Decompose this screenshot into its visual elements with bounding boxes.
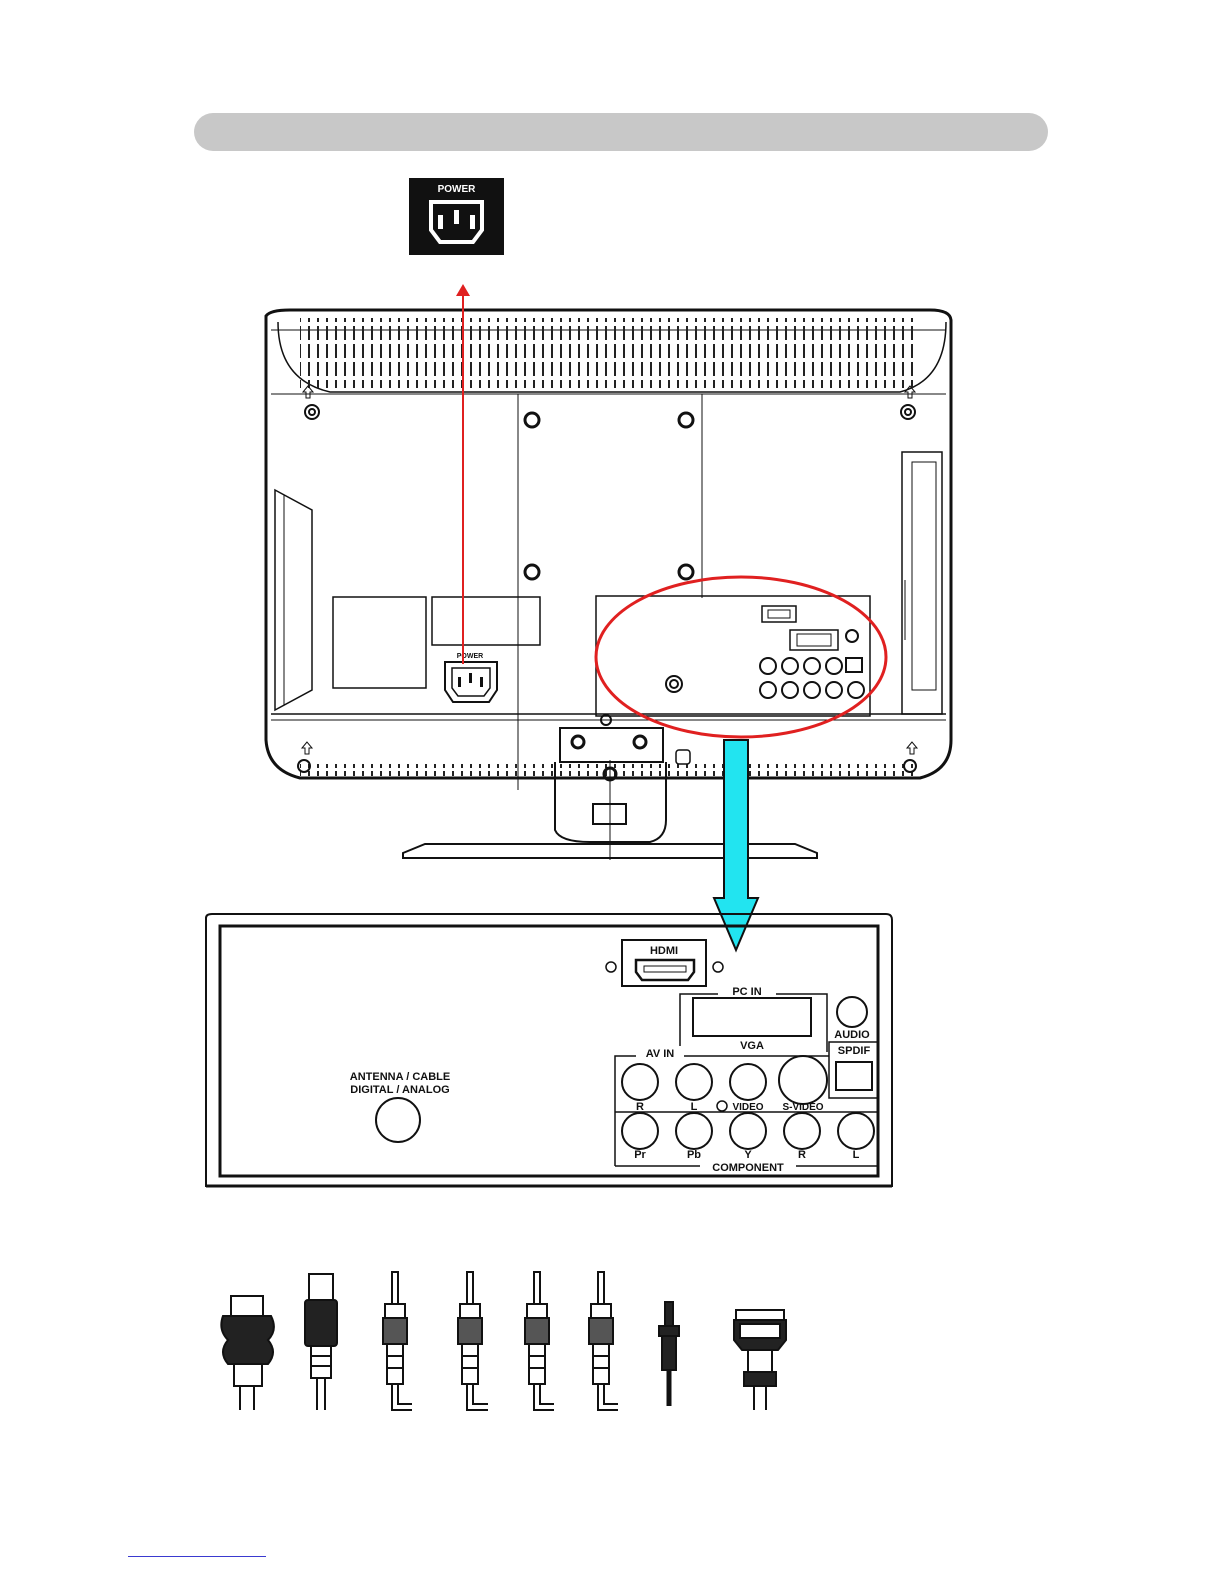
- audio-jack-icon: [837, 997, 867, 1027]
- component-group: Pr Pb Y R L COMPONENT: [622, 1113, 874, 1174]
- audio-port[interactable]: AUDIO: [834, 997, 870, 1041]
- comp-y-label: Y: [744, 1149, 752, 1161]
- spdif-port[interactable]: SPDIF: [829, 1042, 878, 1098]
- vga-port-icon[interactable]: [693, 998, 811, 1036]
- comp-pr-label: Pr: [634, 1149, 646, 1161]
- av-r-label: R: [636, 1101, 644, 1113]
- s-video-jack-icon: [779, 1056, 827, 1104]
- rca-jack-icon: [784, 1113, 820, 1149]
- connector-panel: [206, 914, 892, 1186]
- comp-pb-label: Pb: [687, 1149, 701, 1161]
- rca-jack-icon: [730, 1113, 766, 1149]
- spdif-port-icon: [836, 1062, 872, 1090]
- back-power-socket-icon: POWER: [445, 653, 497, 702]
- rca-cable-icon: [458, 1272, 488, 1410]
- antenna-label-line1: ANTENNA / CABLE: [350, 1071, 450, 1083]
- rca-jack-icon: [676, 1113, 712, 1149]
- audio-label: AUDIO: [834, 1029, 870, 1041]
- comp-pb-jack[interactable]: Pb: [676, 1113, 712, 1161]
- s-video-jack[interactable]: S-VIDEO: [779, 1056, 827, 1113]
- av-l-jack[interactable]: L: [676, 1064, 712, 1113]
- audio-plug-icon: [659, 1302, 679, 1406]
- pc-in-label: PC IN: [732, 986, 761, 998]
- comp-r-label: R: [798, 1149, 806, 1161]
- rca-cable-icon: [525, 1272, 554, 1410]
- video-label: VIDEO: [732, 1102, 763, 1113]
- vga-cable-icon: [734, 1310, 786, 1410]
- hdmi-port[interactable]: HDMI: [606, 940, 723, 986]
- hdmi-label: HDMI: [650, 945, 678, 957]
- spdif-label: SPDIF: [838, 1045, 871, 1057]
- scart-cable-icon: [221, 1296, 274, 1410]
- component-label: COMPONENT: [712, 1162, 784, 1174]
- rca-cable-icon: [383, 1272, 412, 1410]
- rca-jack-icon: [838, 1113, 874, 1149]
- comp-l-jack[interactable]: L: [838, 1113, 874, 1161]
- cable-icons: [221, 1272, 786, 1410]
- tv-back-view: POWER: [266, 310, 951, 860]
- rca-jack-icon: [730, 1064, 766, 1100]
- rca-cable-icon: [589, 1272, 618, 1410]
- footer-link-underline: [128, 1556, 266, 1557]
- pc-in-group: PC IN VGA: [680, 984, 827, 1052]
- video-jack[interactable]: VIDEO: [730, 1064, 766, 1113]
- rca-jack-icon: [622, 1113, 658, 1149]
- antenna-label-line2: DIGITAL / ANALOG: [350, 1084, 449, 1096]
- av-l-label: L: [691, 1101, 698, 1113]
- vga-label: VGA: [740, 1040, 764, 1052]
- comp-l-label: L: [853, 1149, 860, 1161]
- rca-jack-icon: [622, 1064, 658, 1100]
- av-r-jack[interactable]: R: [622, 1064, 658, 1113]
- hdmi-cable-icon: [305, 1274, 337, 1410]
- comp-pr-jack[interactable]: Pr: [622, 1113, 658, 1161]
- antenna-input[interactable]: ANTENNA / CABLE DIGITAL / ANALOG: [350, 1071, 450, 1142]
- comp-y-jack[interactable]: Y: [730, 1113, 766, 1161]
- back-power-label: POWER: [457, 653, 483, 660]
- callout-ellipse: [596, 577, 886, 737]
- rca-jack-icon: [676, 1064, 712, 1100]
- s-video-label: S-VIDEO: [782, 1102, 823, 1113]
- hdmi-port-icon: [636, 960, 694, 980]
- av-in-label: AV IN: [646, 1048, 675, 1060]
- comp-r-jack[interactable]: R: [784, 1113, 820, 1161]
- coax-jack-icon: [376, 1098, 420, 1142]
